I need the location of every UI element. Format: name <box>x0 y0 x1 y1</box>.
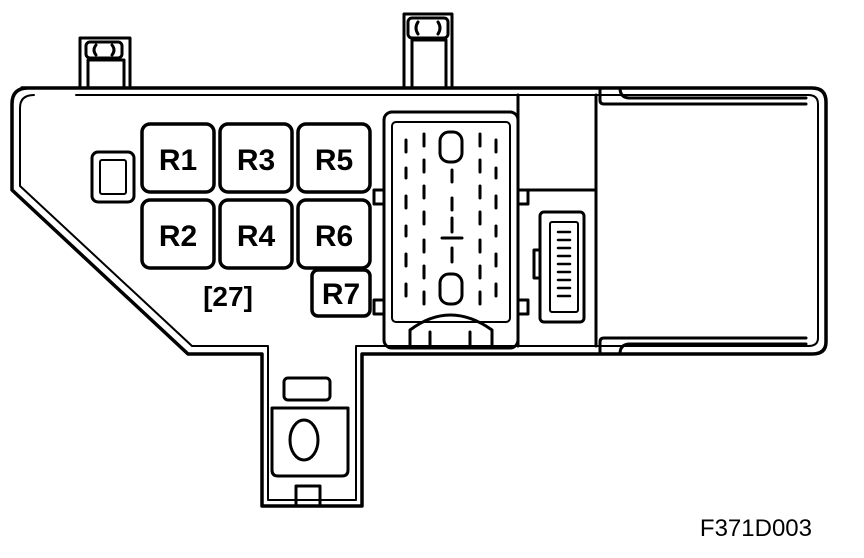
relay-r6-box <box>296 198 372 270</box>
relay-grid <box>140 122 372 318</box>
right-cover-outline <box>598 86 808 356</box>
relay-r2-box <box>140 198 216 270</box>
relay-r1-label: R1 <box>159 144 197 177</box>
relay-r2-label: R2 <box>159 220 197 253</box>
small-square-socket <box>90 150 136 204</box>
relay-r6-label: R6 <box>315 220 353 253</box>
relay-r5-label: R5 <box>315 144 353 177</box>
right-connector-housing <box>516 93 598 348</box>
multi-pin-connector-block <box>372 110 530 350</box>
relay-r7-label: R7 <box>322 278 360 311</box>
relay-r5-box <box>296 122 372 194</box>
right-connector-pins <box>556 230 572 298</box>
connector-pin-slots <box>404 132 498 306</box>
housing-outline <box>10 86 828 508</box>
right-mounting-clip <box>402 12 454 90</box>
relay-r4-label: R4 <box>237 220 276 253</box>
figure-code: F371D003 <box>700 515 812 542</box>
bottom-fixing-lug <box>270 376 350 508</box>
fuse-reference-label: [27] <box>203 281 253 312</box>
relay-r4-box <box>218 198 294 270</box>
relay-r3-label: R3 <box>237 144 275 177</box>
left-mounting-clip <box>78 36 132 90</box>
relay-r7-box <box>310 268 372 318</box>
relay-r3-box <box>218 122 294 194</box>
housing-inner-outline <box>19 94 819 501</box>
relay-r1-box <box>140 122 216 194</box>
